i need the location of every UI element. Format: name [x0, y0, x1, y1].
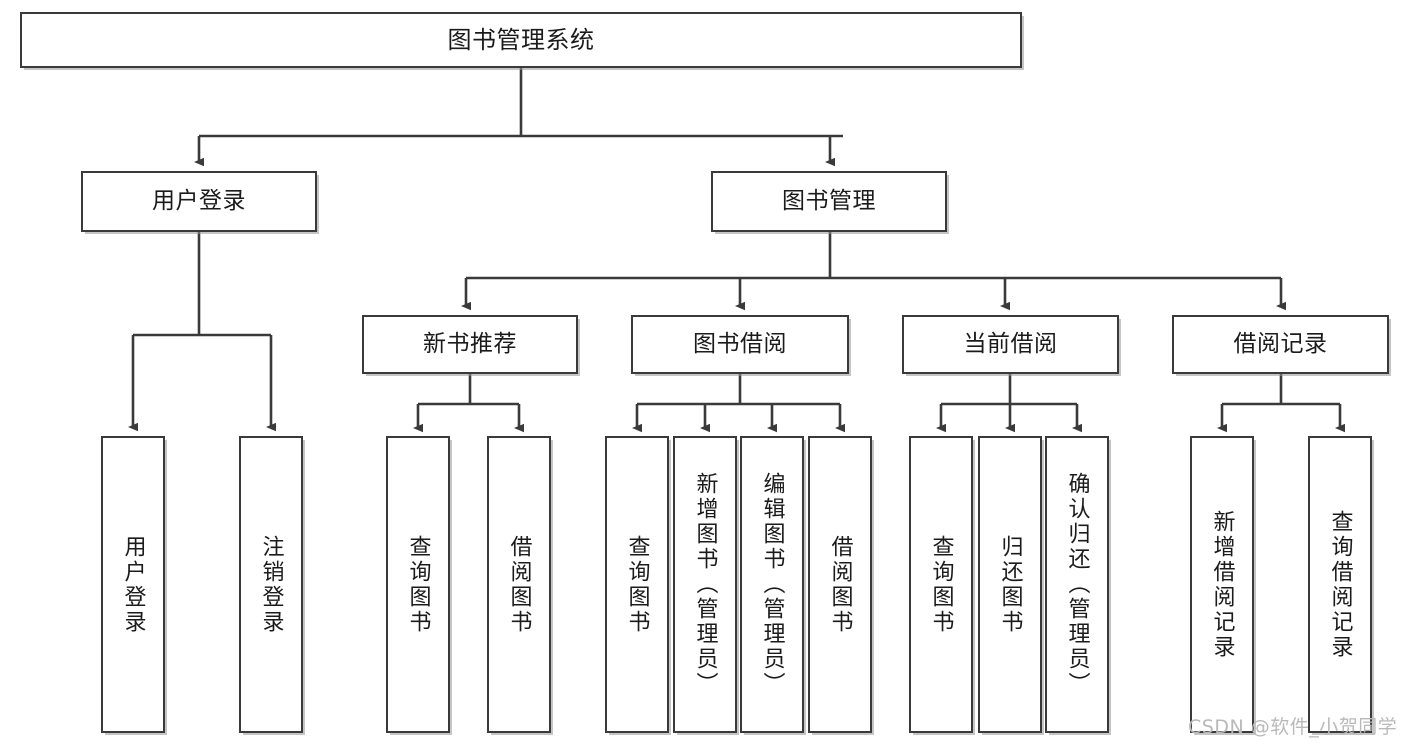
node-leaf-query-record[interactable]: 查询借阅记录	[1308, 436, 1372, 733]
node-leaf-edit-book[interactable]: 编辑图书（管理员）	[740, 436, 804, 733]
node-new-book-recommend[interactable]: 新书推荐	[362, 315, 578, 374]
node-leaf-query-record-label: 查询借阅记录	[1327, 509, 1353, 660]
node-borrow-record-label: 借阅记录	[1233, 330, 1328, 357]
csdn-watermark: CSDN @软件_小贺同学	[1188, 716, 1398, 738]
node-leaf-query-book-1-label: 查询图书	[405, 534, 431, 635]
node-leaf-add-record-label: 新增借阅记录	[1209, 509, 1235, 660]
node-user-login-label: 用户登录	[152, 187, 246, 214]
node-borrow-record[interactable]: 借阅记录	[1172, 315, 1389, 374]
node-leaf-user-login[interactable]: 用户登录	[101, 436, 165, 733]
node-new-book-recommend-label: 新书推荐	[423, 330, 517, 357]
node-leaf-borrow-book-2[interactable]: 借阅图书	[808, 436, 872, 733]
node-leaf-query-book-3[interactable]: 查询图书	[909, 436, 973, 733]
node-leaf-user-login-label: 用户登录	[120, 534, 146, 635]
node-leaf-add-record[interactable]: 新增借阅记录	[1190, 436, 1254, 733]
node-leaf-borrow-book-2-label: 借阅图书	[827, 534, 853, 635]
node-leaf-confirm-return[interactable]: 确认归还（管理员）	[1045, 436, 1109, 733]
node-current-borrow[interactable]: 当前借阅	[902, 315, 1119, 374]
node-leaf-add-book[interactable]: 新增图书（管理员）	[673, 436, 737, 733]
node-book-management[interactable]: 图书管理	[711, 171, 947, 232]
node-book-borrow[interactable]: 图书借阅	[631, 315, 849, 374]
node-leaf-query-book-2[interactable]: 查询图书	[605, 436, 669, 733]
node-leaf-confirm-return-label: 确认归还（管理员）	[1064, 472, 1090, 697]
node-leaf-return-book-label: 归还图书	[997, 534, 1023, 635]
node-leaf-query-book-2-label: 查询图书	[624, 534, 650, 635]
node-user-login[interactable]: 用户登录	[81, 171, 317, 232]
node-book-management-label: 图书管理	[782, 187, 876, 214]
node-leaf-borrow-book-1-label: 借阅图书	[506, 534, 532, 635]
node-root-system[interactable]: 图书管理系统	[20, 12, 1022, 68]
node-leaf-logout-login[interactable]: 注销登录	[239, 436, 303, 733]
node-leaf-borrow-book-1[interactable]: 借阅图书	[487, 436, 551, 733]
node-root-system-label: 图书管理系统	[447, 25, 595, 54]
node-leaf-add-book-label: 新增图书（管理员）	[692, 472, 718, 697]
node-leaf-return-book[interactable]: 归还图书	[978, 436, 1042, 733]
node-book-borrow-label: 图书借阅	[693, 330, 787, 357]
node-current-borrow-label: 当前借阅	[963, 330, 1058, 357]
node-leaf-edit-book-label: 编辑图书（管理员）	[759, 472, 785, 697]
node-leaf-query-book-1[interactable]: 查询图书	[386, 436, 450, 733]
node-leaf-query-book-3-label: 查询图书	[928, 534, 954, 635]
node-leaf-logout-login-label: 注销登录	[258, 534, 284, 635]
